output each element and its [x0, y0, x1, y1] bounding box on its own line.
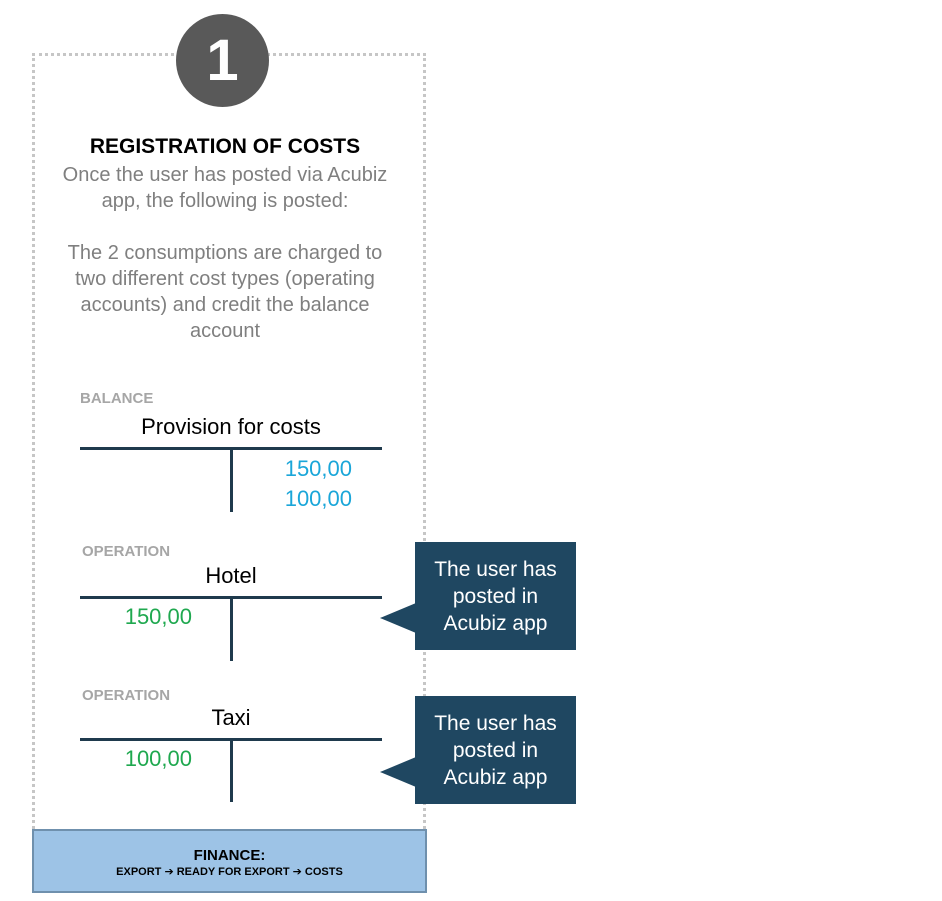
taxi-account-name: Taxi — [211, 705, 251, 730]
hotel-account-name: Hotel — [205, 563, 257, 588]
taxi-debit-amount: 100,00 — [124, 746, 192, 771]
operation-label: OPERATION — [82, 543, 171, 560]
step-number-badge: 1 — [176, 14, 269, 107]
operation-label: OPERATION — [82, 687, 171, 704]
callout-pointer — [380, 757, 416, 787]
taxi-callout: The user has posted in Acubiz app — [415, 696, 576, 804]
description-detail: The 2 consumptions are charged to two di… — [67, 242, 383, 342]
balance-t-vertical — [230, 447, 233, 512]
description-intro: Once the user has posted via Acubiz app,… — [62, 164, 388, 212]
hotel-debit-amount: 150,00 — [124, 604, 192, 629]
callout-pointer — [380, 603, 416, 633]
section-title: REGISTRATION OF COSTS — [89, 135, 361, 158]
footer-navigation-path: EXPORT ➔ READY FOR EXPORT ➔ COSTS — [116, 866, 343, 878]
finance-footer: FINANCE: EXPORT ➔ READY FOR EXPORT ➔ COS… — [32, 829, 427, 893]
balance-account-name: Provision for costs — [141, 414, 321, 439]
balance-label: BALANCE — [80, 390, 154, 407]
description: Once the user has posted via Acubiz app,… — [60, 162, 390, 344]
balance-credit-amount: 150,00 — [284, 456, 352, 481]
balance-credit-amount: 100,00 — [284, 486, 352, 511]
footer-title: FINANCE: — [193, 847, 266, 864]
hotel-t-vertical — [230, 596, 233, 661]
taxi-t-vertical — [230, 738, 233, 802]
hotel-callout: The user has posted in Acubiz app — [415, 542, 576, 650]
